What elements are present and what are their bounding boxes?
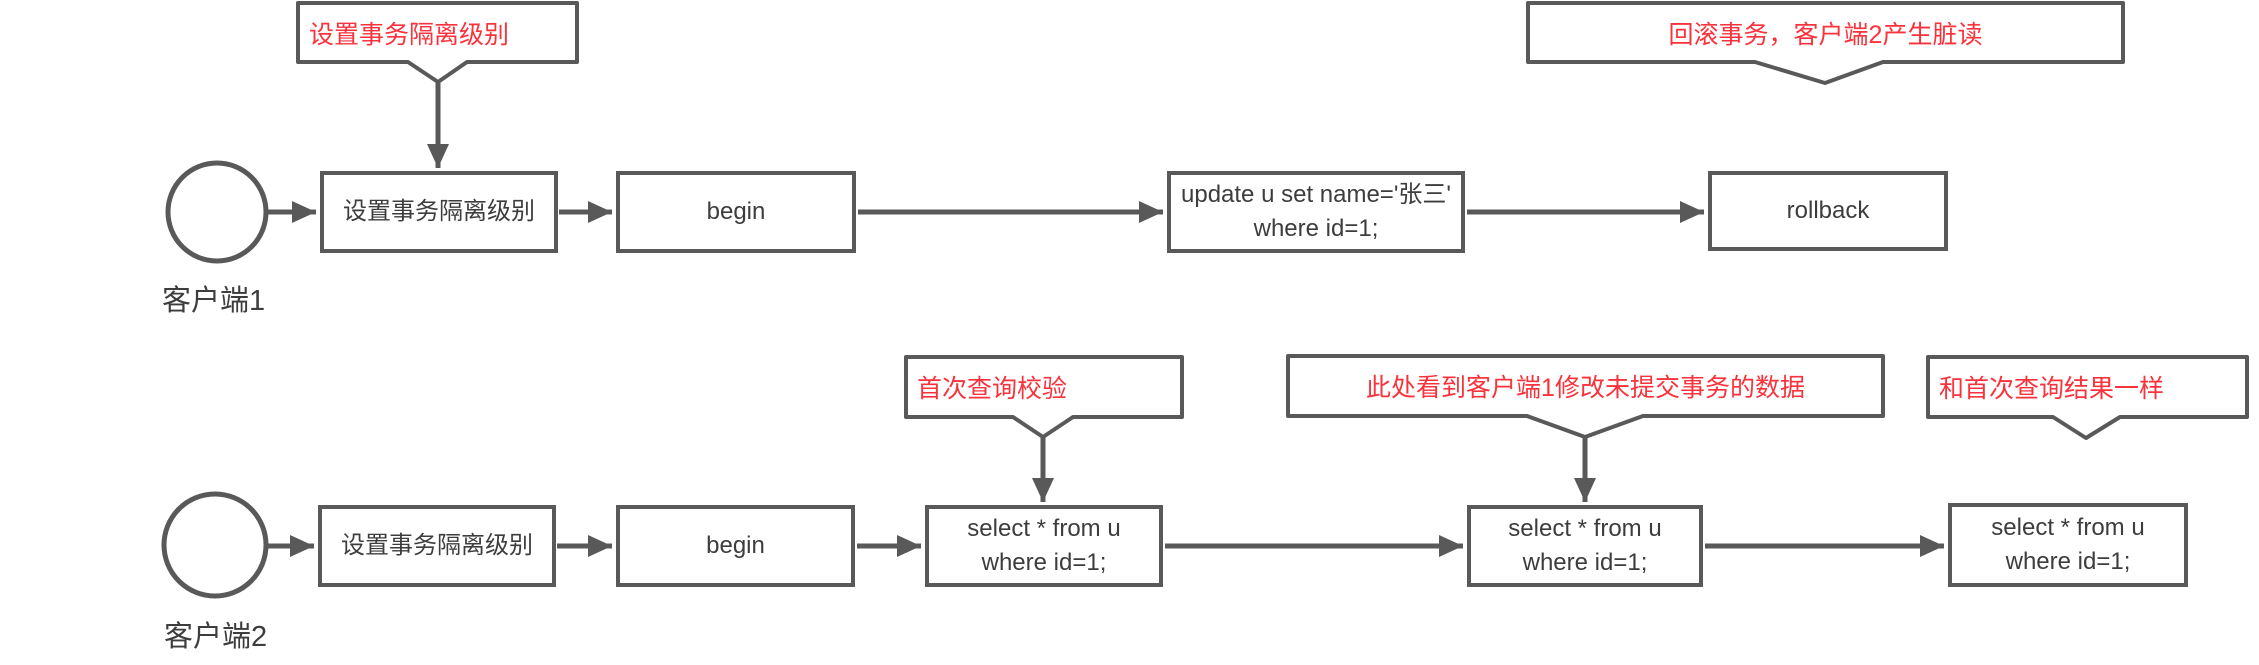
step-text: where id=1; xyxy=(981,549,1107,577)
callout-text-set-isolation: 设置事务隔离级别 xyxy=(309,20,510,49)
step-client1-begin: begin xyxy=(616,171,856,253)
step-client2-set-isolation: 设置事务隔离级别 xyxy=(318,505,556,587)
step-text: update u set name='张三' xyxy=(1181,181,1451,209)
step-text: select * from u xyxy=(1508,515,1662,543)
step-text: where id=1; xyxy=(1522,549,1648,577)
start-node-client2 xyxy=(161,491,269,599)
callout-text-first-query: 首次查询校验 xyxy=(917,375,1068,403)
step-text: 设置事务隔离级别 xyxy=(341,532,533,560)
callout-text-same-result: 和首次查询结果一样 xyxy=(1939,375,2165,403)
step-client2-begin: begin xyxy=(616,505,855,587)
step-client2-select3: select * from u where id=1; xyxy=(1948,503,2188,587)
lane-label-client1: 客户端1 xyxy=(162,285,266,317)
callout-text-rollback-note: 回滚事务，客户端2产生脏读 xyxy=(1668,20,1983,49)
step-text: where id=1; xyxy=(1253,215,1379,243)
step-client1-rollback: rollback xyxy=(1708,171,1948,251)
step-text: begin xyxy=(706,532,765,560)
step-client2-select2: select * from u where id=1; xyxy=(1467,505,1703,587)
step-text: select * from u xyxy=(1991,513,2145,541)
step-text: begin xyxy=(706,198,766,226)
step-client1-set-isolation: 设置事务隔离级别 xyxy=(320,171,558,253)
step-text: rollback xyxy=(1786,197,1870,225)
lane-label-client2: 客户端2 xyxy=(164,621,268,653)
step-client1-update: update u set name='张三' where id=1; xyxy=(1167,171,1465,253)
callout-text-dirty-read: 此处看到客户端1修改未提交事务的数据 xyxy=(1366,374,1805,402)
step-client2-select1: select * from u where id=1; xyxy=(925,505,1163,587)
step-text: select * from u xyxy=(967,515,1121,543)
step-text: 设置事务隔离级别 xyxy=(343,198,535,226)
start-node-client1 xyxy=(165,160,269,264)
step-text: where id=1; xyxy=(2005,548,2131,576)
